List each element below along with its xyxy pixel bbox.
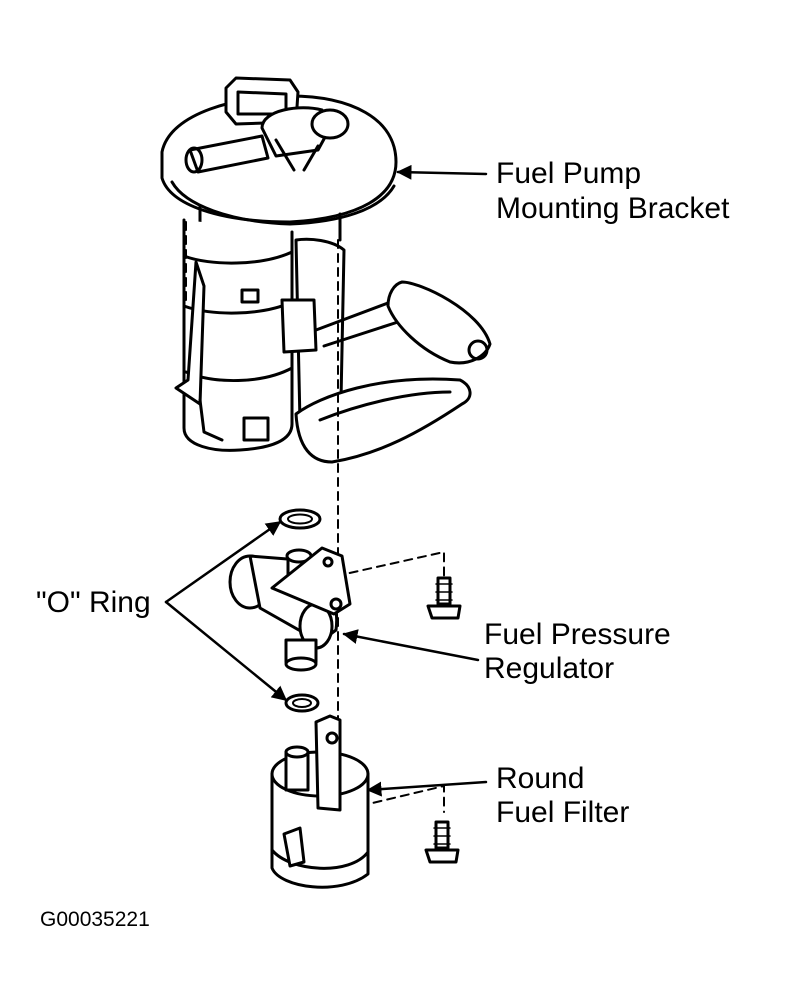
arrow-to-filter [366, 780, 488, 797]
arrow-to-o-ring-upper [164, 520, 282, 604]
o-ring-lower [284, 693, 320, 713]
arrow-to-regulator [342, 629, 480, 662]
label-filter-line2: Fuel Filter [496, 796, 630, 829]
label-bracket-line1: Fuel Pump [496, 157, 642, 190]
figure-id: G00035221 [40, 908, 150, 931]
round-fuel-filter [270, 714, 370, 889]
leader-lines [164, 164, 488, 797]
bolt-upper [426, 576, 462, 620]
fuel-pressure-regulator [228, 546, 352, 672]
label-o-ring: "O" Ring [36, 586, 151, 619]
label-bracket-line2: Mounting Bracket [496, 192, 730, 225]
label-regulator-line1: Fuel Pressure [484, 618, 671, 651]
label-filter-line1: Round [496, 762, 585, 795]
arrow-to-o-ring-lower [164, 600, 288, 702]
label-regulator-line2: Regulator [484, 652, 615, 685]
arrow-to-bracket [396, 164, 488, 180]
o-ring-upper [278, 508, 322, 530]
bolt-lower [424, 820, 460, 864]
fuel-pump-mounting-bracket [160, 76, 492, 464]
